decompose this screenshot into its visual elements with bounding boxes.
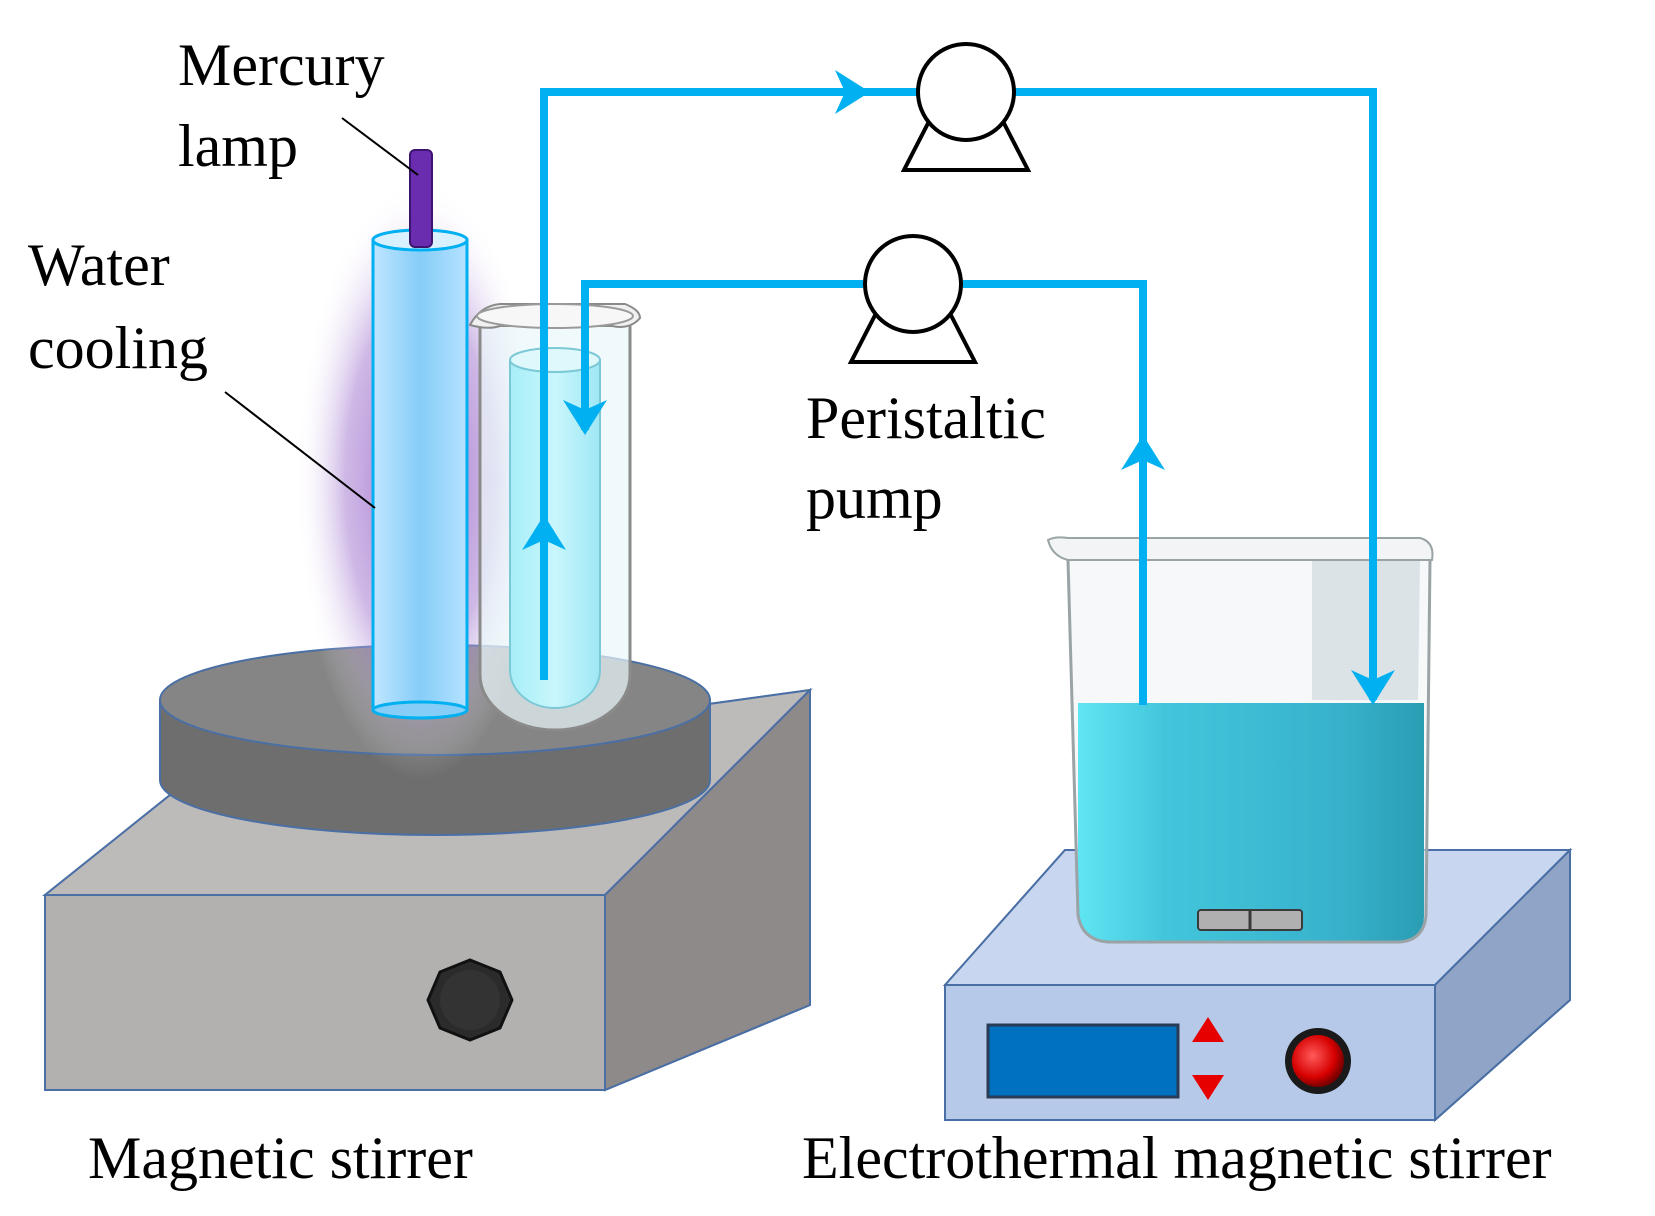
arrow-up-icon (522, 515, 566, 550)
peristaltic-pump-label-line2: pump (806, 465, 943, 531)
arrow-right-icon (835, 70, 870, 114)
mercury-lamp-leader (341, 117, 419, 176)
water-cooling-label-line1: Water (28, 232, 170, 298)
mercury-lamp-label-line1: Mercury (178, 32, 385, 98)
water-cooling-label-line2: cooling (28, 315, 208, 381)
tube-lower-from-beaker (963, 280, 1147, 705)
test-tube (468, 303, 642, 732)
pump-icon (900, 42, 1032, 172)
water-cooling-jacket (371, 228, 469, 720)
water-cooling-leader (224, 391, 376, 509)
display-screen (986, 1023, 1180, 1099)
tube-lower-to-tube (581, 280, 863, 430)
arrow-up-icon[interactable] (1192, 1017, 1224, 1042)
power-button-icon[interactable] (1285, 1028, 1351, 1094)
flow-arrows (522, 70, 1395, 705)
arrow-down-icon[interactable] (1192, 1075, 1224, 1100)
beaker (1046, 536, 1434, 944)
mercury-lamp (409, 149, 433, 248)
electrothermal-magnetic-stirrer-label: Electrothermal magnetic stirrer (802, 1125, 1552, 1191)
knob-icon[interactable] (426, 958, 514, 1042)
tube-upper-to-beaker (1015, 88, 1377, 700)
peristaltic-pump-label-line1: Peristaltic (806, 385, 1046, 451)
tube-upper-return (540, 88, 917, 680)
tubing-network (540, 88, 1377, 705)
arrow-down-icon (563, 400, 607, 435)
magnetic-stirrer (42, 644, 813, 1092)
pump-icon (847, 234, 979, 364)
magnetic-stirrer-label: Magnetic stirrer (88, 1125, 473, 1191)
mercury-lamp-label-line2: lamp (178, 113, 298, 179)
arrow-down-icon (1351, 670, 1395, 705)
arrow-up-icon (1121, 435, 1165, 470)
